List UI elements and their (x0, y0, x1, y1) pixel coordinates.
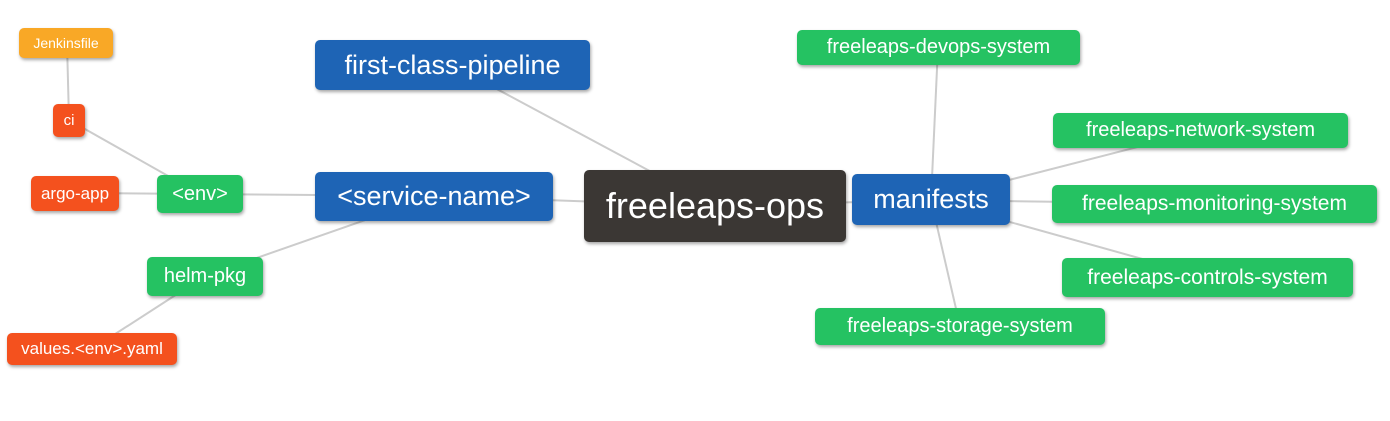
node-service-name[interactable]: <service-name> (315, 172, 553, 221)
node-freeleaps-network-system[interactable]: freeleaps-network-system (1053, 113, 1348, 148)
node-first-class-pipeline[interactable]: first-class-pipeline (315, 40, 590, 90)
node-ci[interactable]: ci (53, 104, 85, 137)
node-freeleaps-devops-system[interactable]: freeleaps-devops-system (797, 30, 1080, 65)
node-jenkinsfile[interactable]: Jenkinsfile (19, 28, 113, 58)
node-argo-app[interactable]: argo-app (31, 176, 119, 211)
node-freeleaps-storage-system[interactable]: freeleaps-storage-system (815, 308, 1105, 345)
node-freeleaps-controls-system[interactable]: freeleaps-controls-system (1062, 258, 1353, 297)
node-helm-pkg[interactable]: helm-pkg (147, 257, 263, 296)
node-values-env-yaml[interactable]: values.<env>.yaml (7, 333, 177, 365)
node-freeleaps-ops[interactable]: freeleaps-ops (584, 170, 846, 242)
node-env[interactable]: <env> (157, 175, 243, 213)
node-manifests[interactable]: manifests (852, 174, 1010, 225)
node-freeleaps-monitoring-system[interactable]: freeleaps-monitoring-system (1052, 185, 1377, 223)
